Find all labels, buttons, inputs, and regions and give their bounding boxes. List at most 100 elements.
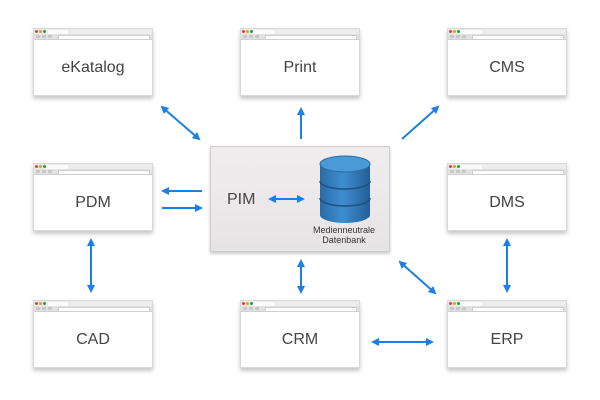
browser-tab xyxy=(253,302,275,306)
minimize-dot-icon xyxy=(39,30,42,33)
forward-icon xyxy=(456,170,460,173)
browser-tab xyxy=(46,302,68,306)
window-toolbar xyxy=(448,169,566,175)
close-dot-icon xyxy=(35,165,38,168)
system-window-print: Print xyxy=(240,28,360,96)
arrow-pim-erp xyxy=(398,260,437,295)
system-label: DMS xyxy=(489,193,525,211)
minimize-dot-icon xyxy=(246,302,249,305)
close-dot-icon xyxy=(449,165,452,168)
system-label: CAD xyxy=(76,330,110,348)
window-titlebar xyxy=(34,301,152,306)
back-icon xyxy=(243,307,247,310)
database-caption-line1: Medienneutrale xyxy=(312,225,376,235)
browser-tab xyxy=(460,302,482,306)
back-icon xyxy=(450,307,454,310)
system-window-erp: ERP xyxy=(447,300,567,368)
tabs-icon xyxy=(48,307,52,310)
minimize-dot-icon xyxy=(39,165,42,168)
window-toolbar xyxy=(448,306,566,312)
forward-icon xyxy=(42,307,46,310)
back-icon xyxy=(36,307,40,310)
back-icon xyxy=(450,170,454,173)
close-dot-icon xyxy=(449,30,452,33)
address-bar xyxy=(265,35,357,40)
minimize-dot-icon xyxy=(39,302,42,305)
window-toolbar xyxy=(241,306,359,312)
close-dot-icon xyxy=(449,302,452,305)
system-window-pdm: PDM xyxy=(33,163,153,231)
database-caption-line2: Datenbank xyxy=(322,235,366,245)
window-toolbar xyxy=(34,34,152,40)
forward-icon xyxy=(456,35,460,38)
system-label: Print xyxy=(283,58,317,76)
address-bar xyxy=(58,35,150,40)
address-bar xyxy=(58,307,150,312)
database-cylinder-icon xyxy=(319,155,371,223)
forward-icon xyxy=(456,307,460,310)
address-bar xyxy=(472,35,564,40)
maximize-dot-icon xyxy=(250,30,253,33)
forward-icon xyxy=(249,307,253,310)
maximize-dot-icon xyxy=(43,165,46,168)
maximize-dot-icon xyxy=(457,165,460,168)
tabs-icon xyxy=(48,35,52,38)
arrow-pim-cms xyxy=(401,105,440,140)
system-window-cad: CAD xyxy=(33,300,153,368)
window-toolbar xyxy=(34,306,152,312)
back-icon xyxy=(450,35,454,38)
browser-tab xyxy=(460,165,482,169)
tabs-icon xyxy=(255,35,259,38)
minimize-dot-icon xyxy=(453,302,456,305)
minimize-dot-icon xyxy=(453,165,456,168)
pim-box: PIM Medienneutrale Datenbank xyxy=(210,146,390,252)
maximize-dot-icon xyxy=(457,30,460,33)
tabs-icon xyxy=(462,170,466,173)
browser-tab xyxy=(460,30,482,34)
address-bar xyxy=(265,307,357,312)
back-icon xyxy=(36,170,40,173)
system-label: CRM xyxy=(281,330,319,348)
system-window-ekatalog: eKatalog xyxy=(33,28,153,96)
tabs-icon xyxy=(462,35,466,38)
browser-tab xyxy=(46,165,68,169)
close-dot-icon xyxy=(242,302,245,305)
database-caption: Medienneutrale Datenbank xyxy=(299,225,389,245)
system-label: ERP xyxy=(490,330,524,348)
maximize-dot-icon xyxy=(250,302,253,305)
window-titlebar xyxy=(448,164,566,169)
forward-icon xyxy=(42,170,46,173)
maximize-dot-icon xyxy=(43,30,46,33)
window-titlebar xyxy=(241,29,359,34)
tabs-icon xyxy=(48,170,52,173)
window-toolbar xyxy=(448,34,566,40)
window-titlebar xyxy=(34,29,152,34)
arrow-ekatalog-pim xyxy=(160,105,201,141)
pim-label: PIM xyxy=(227,191,256,208)
minimize-dot-icon xyxy=(453,30,456,33)
system-label: PDM xyxy=(75,193,111,211)
forward-icon xyxy=(249,35,253,38)
minimize-dot-icon xyxy=(246,30,249,33)
window-toolbar xyxy=(241,34,359,40)
system-label: eKatalog xyxy=(61,58,125,76)
address-bar xyxy=(472,170,564,175)
maximize-dot-icon xyxy=(457,302,460,305)
system-label: CMS xyxy=(489,58,525,76)
window-titlebar xyxy=(448,29,566,34)
window-toolbar xyxy=(34,169,152,175)
window-titlebar xyxy=(34,164,152,169)
close-dot-icon xyxy=(35,302,38,305)
system-window-cms: CMS xyxy=(447,28,567,96)
address-bar xyxy=(472,307,564,312)
maximize-dot-icon xyxy=(43,302,46,305)
close-dot-icon xyxy=(242,30,245,33)
window-titlebar xyxy=(241,301,359,306)
close-dot-icon xyxy=(35,30,38,33)
address-bar xyxy=(58,170,150,175)
system-window-crm: CRM xyxy=(240,300,360,368)
tabs-icon xyxy=(255,307,259,310)
back-icon xyxy=(36,35,40,38)
system-window-dms: DMS xyxy=(447,163,567,231)
